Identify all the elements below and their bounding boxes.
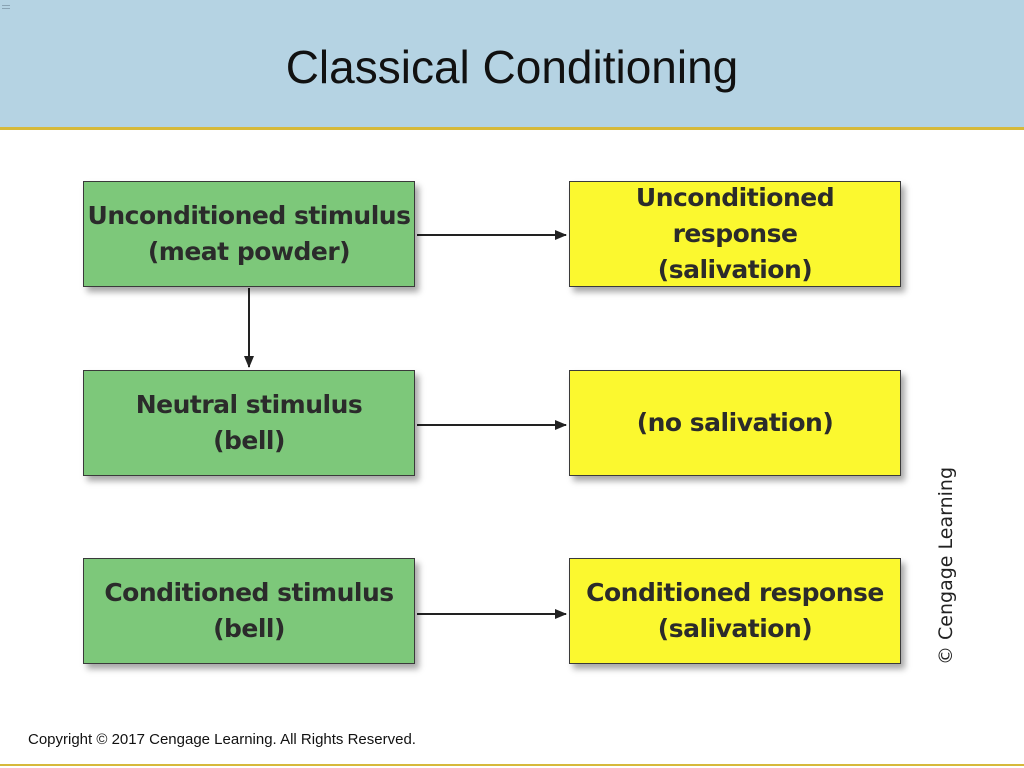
copyright-footer: Copyright © 2017 Cengage Learning. All R… <box>28 731 416 748</box>
image-credit: © Cengage Learning <box>935 466 957 665</box>
menu-icon[interactable] <box>2 5 10 11</box>
box-line-1: Neutral stimulus <box>135 390 363 419</box>
box-line-2: (salivation) <box>657 614 813 643</box>
box-line-1: Conditioned stimulus <box>104 578 394 607</box>
neutral-stimulus-box: Neutral stimulus (bell) <box>83 370 415 476</box>
title-banner <box>0 0 1024 127</box>
box-line-1: Unconditioned stimulus <box>87 201 411 230</box>
unconditioned-response-box: Unconditioned response (salivation) <box>569 181 901 287</box>
unconditioned-stimulus-box: Unconditioned stimulus (meat powder) <box>83 181 415 287</box>
footer-divider <box>0 764 1024 766</box>
header-divider <box>0 127 1024 130</box>
box-line-1: Unconditioned response <box>635 183 835 248</box>
box-line-2: (bell) <box>213 614 285 643</box>
box-line-2: (salivation) <box>657 255 813 284</box>
conditioned-response-box: Conditioned response (salivation) <box>569 558 901 664</box>
slide-title: Classical Conditioning <box>285 41 739 93</box>
no-response-box: (no salivation) <box>569 370 901 476</box>
box-line-1: (no salivation) <box>636 408 834 437</box>
box-line-2: (meat powder) <box>147 237 351 266</box>
box-line-1: Conditioned response <box>586 578 884 607</box>
conditioned-stimulus-box: Conditioned stimulus (bell) <box>83 558 415 664</box>
box-line-2: (bell) <box>213 426 285 455</box>
